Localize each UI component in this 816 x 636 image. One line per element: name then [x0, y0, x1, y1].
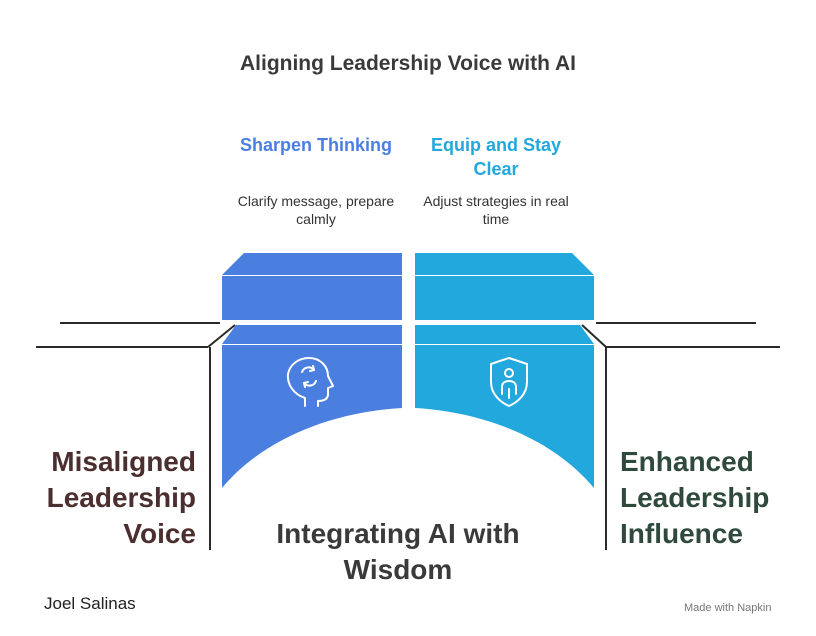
- right-step-title: Equip and Stay Clear: [430, 135, 562, 179]
- credit-text: Made with Napkin: [684, 602, 772, 614]
- made-with-credit: Made with Napkin: [684, 602, 771, 614]
- author-name: Joel Salinas: [44, 594, 136, 613]
- bridge-label: Integrating AI with Wisdom: [276, 518, 520, 585]
- head-cycle-icon: [286, 357, 334, 407]
- right-outcome-label: Enhanced Leadership Influence: [620, 446, 770, 549]
- left-step-description: Clarify message, prepare calmly: [237, 193, 395, 227]
- page-title: Aligning Leadership Voice with AI: [239, 52, 577, 75]
- shield-person-icon: [490, 357, 528, 407]
- left-pier: [222, 253, 402, 488]
- right-pier: [415, 253, 594, 488]
- left-ground-lines: [36, 322, 236, 550]
- right-ground-lines: [581, 322, 780, 550]
- left-step-title: Sharpen Thinking: [239, 135, 392, 155]
- left-outcome-label: Misaligned Leadership Voice: [46, 446, 196, 549]
- right-step-description: Adjust strategies in real time: [423, 193, 569, 227]
